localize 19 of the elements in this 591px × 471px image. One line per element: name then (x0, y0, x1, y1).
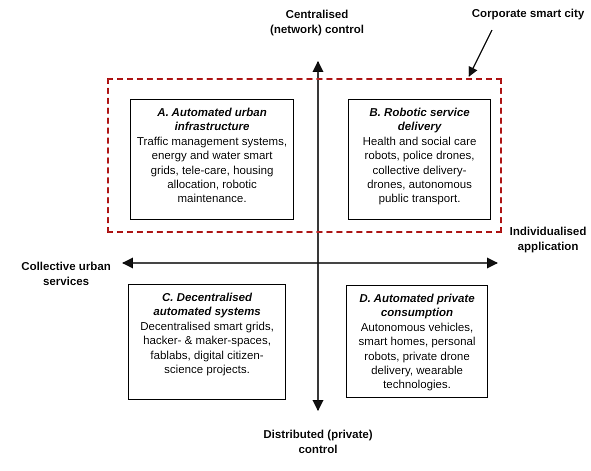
quadrant-box (348, 99, 491, 220)
callout-label: Corporate smart city (468, 8, 588, 26)
arrow (468, 30, 493, 77)
axis-label: Distributed (private) control (262, 428, 374, 458)
quadrant-heading: A. Automated urban infrastructure (156, 106, 268, 135)
quadrant-box (130, 99, 294, 220)
quadrant-description: Health and social care robots, police drones, collective delivery-drones, autonomous public transport. (362, 134, 478, 207)
quadrant-heading: B. Robotic service delivery (368, 106, 471, 135)
quadrant-description: Decentralised smart grids, hacker- & maker-spaces, fablabs, digital citizen-science projects. (139, 320, 275, 378)
axis-label: Centralised (network) control (269, 8, 365, 38)
quadrant-description: Autonomous vehicles, smart homes, personal robots, private drone delivery, wearable technologies. (358, 320, 476, 393)
axis-label: Collective urban services (20, 260, 112, 290)
quadrant-heading: D. Automated private consumption (358, 292, 476, 321)
quadrant-box (128, 284, 286, 400)
dashed-boundary (107, 78, 502, 233)
axis-label: Individualised application (508, 225, 588, 255)
quadrant-description: Traffic management systems, energy and water smart grids, tele-care, housing allocation, robotic maintenance. (136, 134, 288, 207)
quadrant-heading: C. Decentralised automated systems (152, 291, 262, 320)
quadrant-box (346, 285, 488, 398)
